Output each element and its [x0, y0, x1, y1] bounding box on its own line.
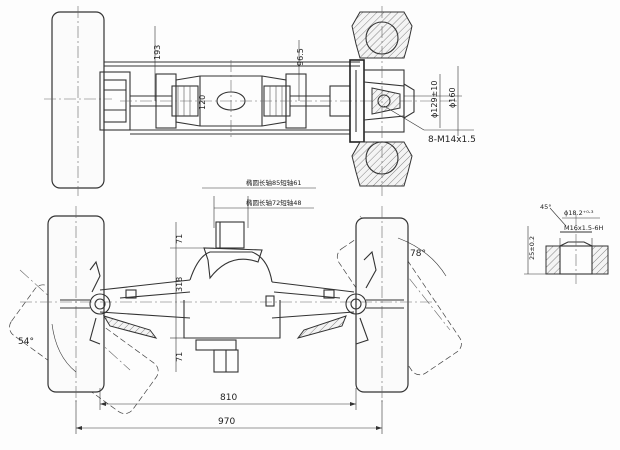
plan-right-hub [329, 59, 415, 143]
dim-71-bottom: 71 [175, 352, 184, 362]
plan-view: 193 96.5 120 ϕ129±10 ϕ160 8-M14x1.5 [44, 6, 476, 196]
angle-45: 45° [540, 203, 552, 211]
angle-78: 78° [410, 249, 426, 259]
detail-view: 45° ϕ18.2⁺⁰·³ M16x1.5-6H 25±0.2 [524, 203, 609, 284]
dim-193: 193 [153, 45, 162, 60]
plan-right-wheel-section [351, 6, 413, 196]
differential-housing [183, 221, 281, 373]
dim-25: 25±0.2 [528, 236, 536, 260]
left-steering-knuckle [60, 260, 158, 345]
ellipse-note-2: 椭圆长轴72短轴48 [246, 198, 302, 207]
dim-318: 318 [175, 277, 184, 292]
angle-54: 54° [18, 337, 34, 347]
dim-71-top: 71 [175, 234, 184, 244]
dim-8-m14: 8-M14x1.5 [428, 135, 476, 145]
axle-beams [99, 279, 355, 319]
front-right-wheel [355, 217, 409, 393]
front-view: 椭圆长轴85短轴61 椭圆长轴72短轴48 [9, 178, 462, 434]
dim-970: 970 [218, 417, 235, 427]
thread-m16: M16x1.5-6H [564, 224, 604, 232]
ellipse-note-1: 椭圆长轴85短轴61 [246, 178, 302, 187]
dim-810: 810 [220, 393, 237, 403]
right-steering-knuckle [296, 250, 404, 345]
dim-96-5: 96.5 [296, 48, 305, 66]
dim-phi-160: ϕ160 [448, 87, 457, 108]
dim-phi-18-2: ϕ18.2⁺⁰·³ [564, 209, 594, 217]
dim-phi-129: ϕ129±10 [430, 81, 439, 118]
dim-120: 120 [198, 95, 207, 110]
